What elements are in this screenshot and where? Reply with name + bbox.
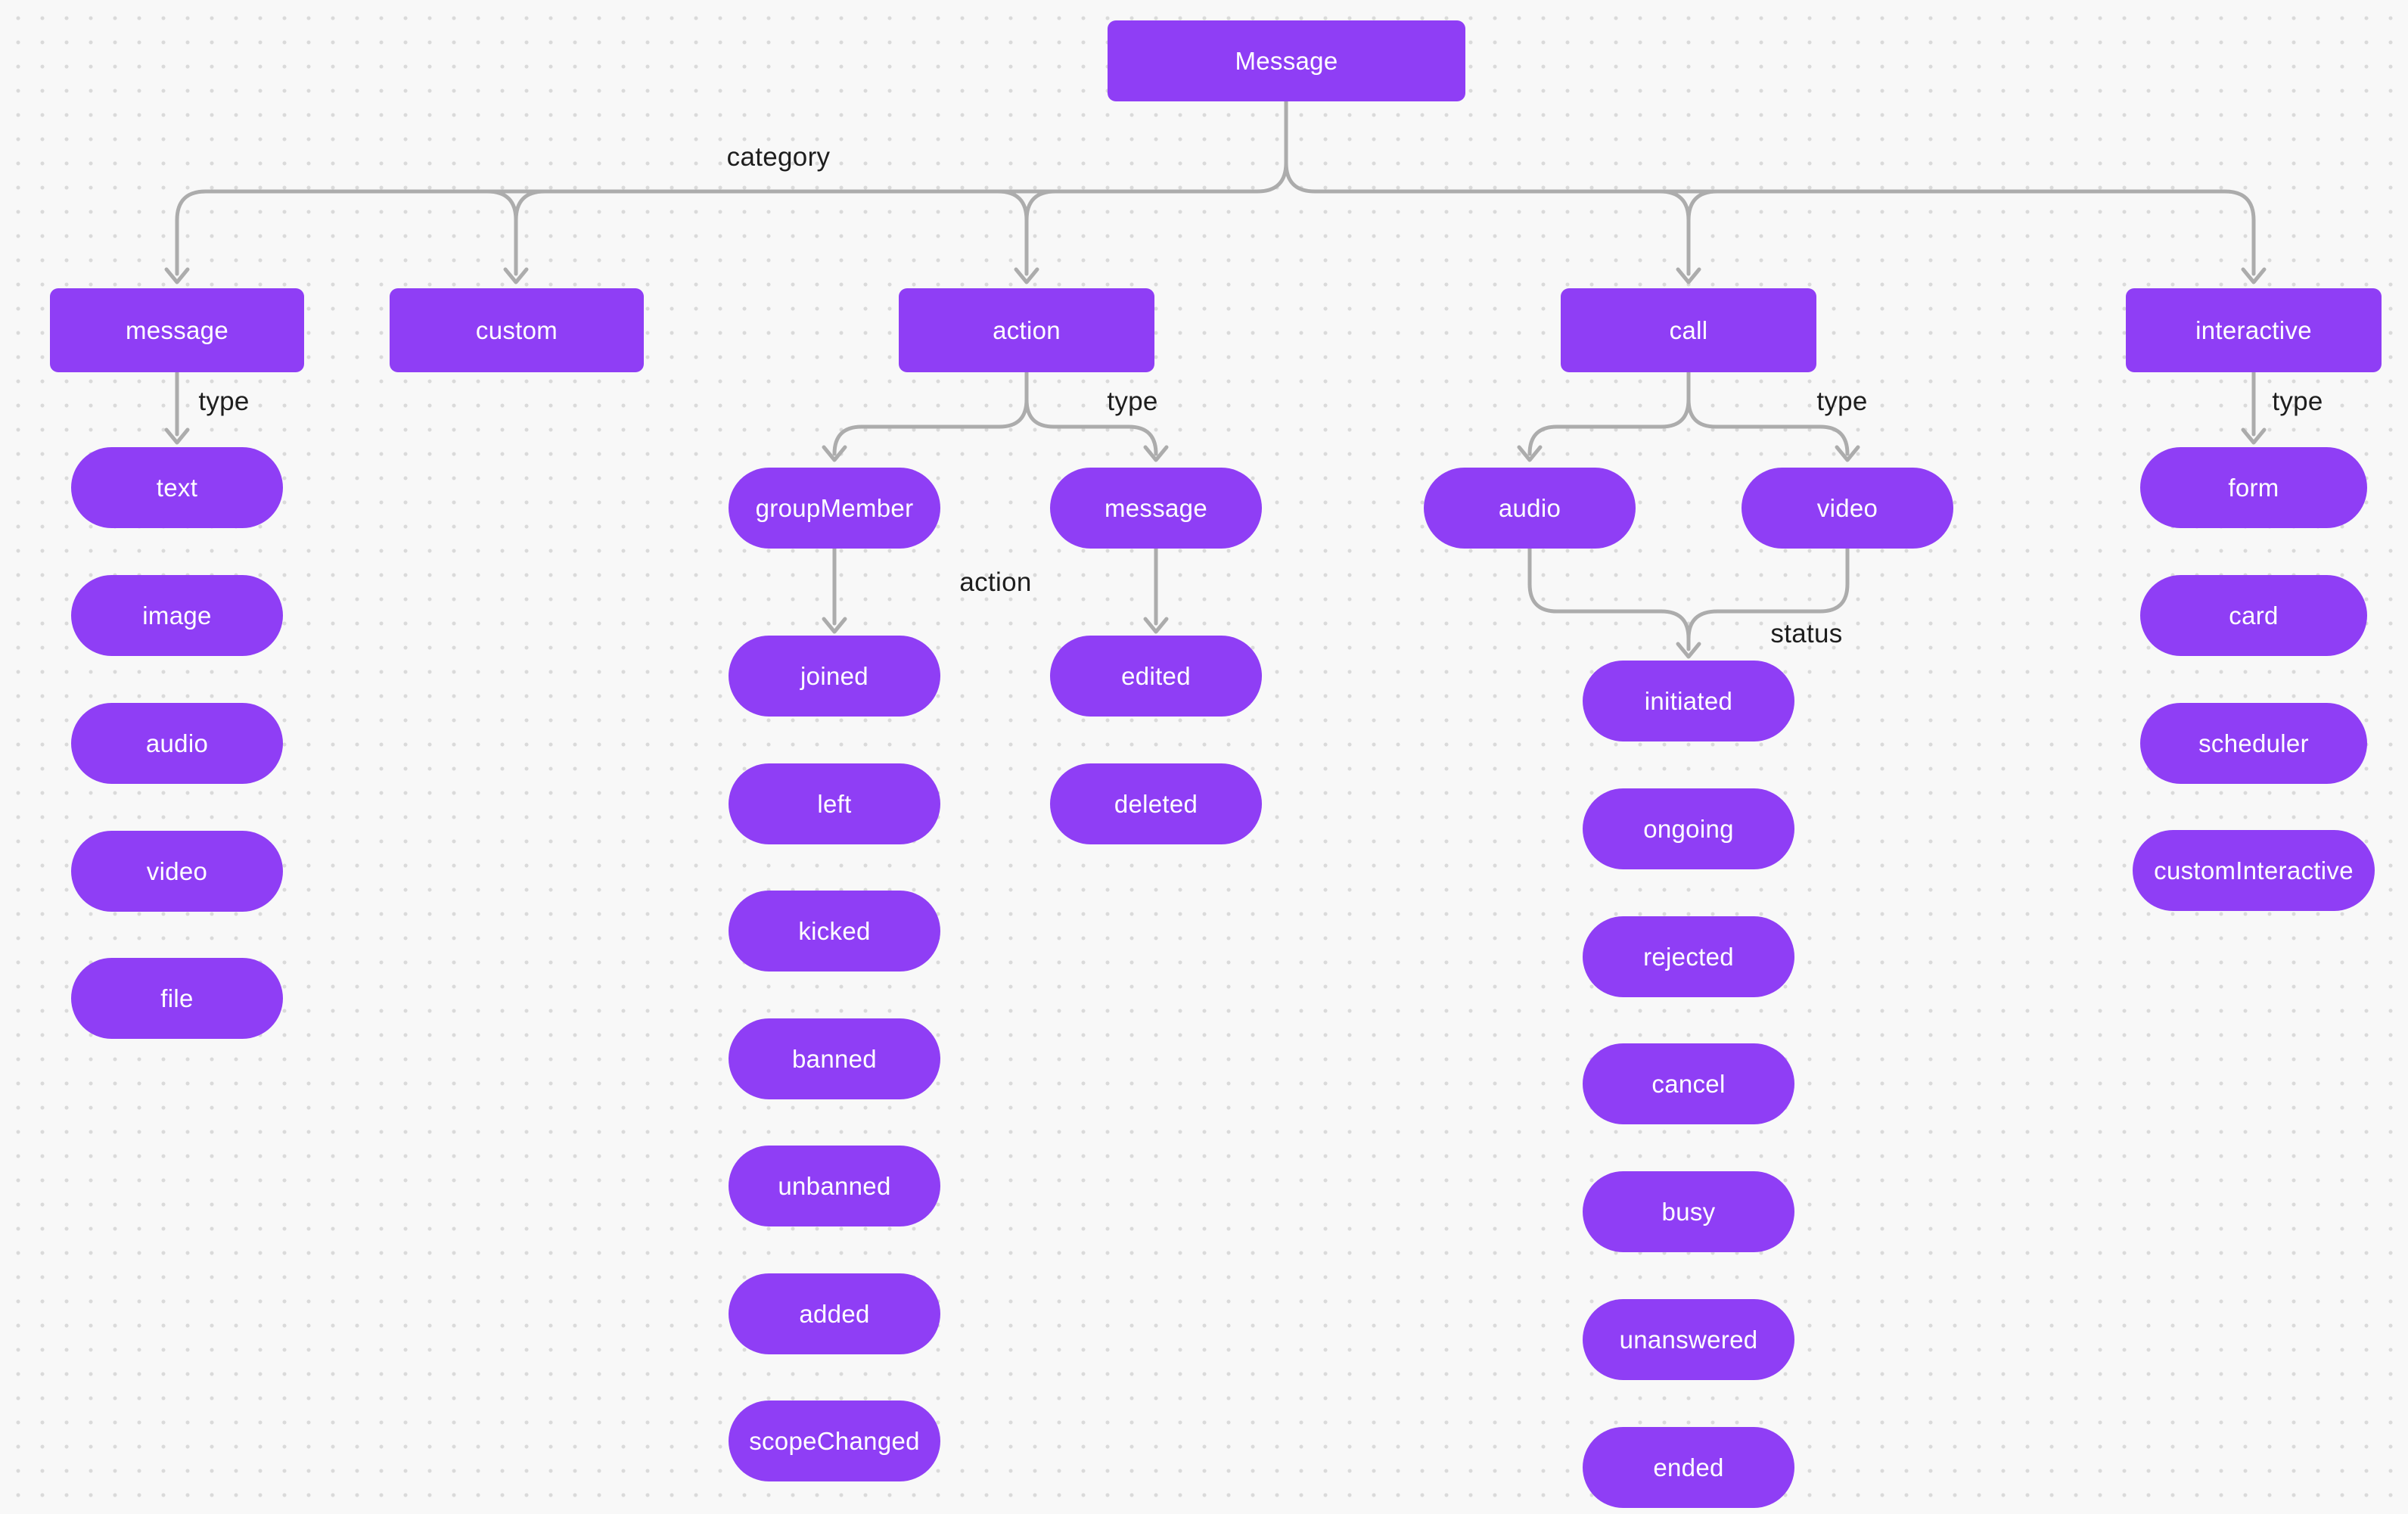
node-message-type-video[interactable]: video <box>71 831 283 912</box>
node-call-status-ongoing[interactable]: ongoing <box>1583 788 1794 869</box>
edge-label-interactive-type[interactable]: type <box>2272 387 2323 416</box>
node-group-member-action-kicked[interactable]: kicked <box>729 891 940 972</box>
node-group-member-action-joined[interactable]: joined <box>729 636 940 717</box>
node-call-status-busy[interactable]: busy <box>1583 1171 1794 1252</box>
node-category-call[interactable]: call <box>1561 288 1816 372</box>
edge-label-call-status[interactable]: status <box>1770 619 1843 648</box>
node-call-status-rejected[interactable]: rejected <box>1583 916 1794 997</box>
node-root-message[interactable]: Message <box>1108 20 1465 101</box>
node-call-status-initiated[interactable]: initiated <box>1583 661 1794 741</box>
node-category-action[interactable]: action <box>899 288 1154 372</box>
node-message-type-file[interactable]: file <box>71 958 283 1039</box>
node-call-type-video[interactable]: video <box>1742 468 1953 549</box>
edge-label-message-type[interactable]: type <box>198 387 250 416</box>
node-call-status-cancel[interactable]: cancel <box>1583 1043 1794 1124</box>
node-message-type-image[interactable]: image <box>71 575 283 656</box>
node-interactive-type-custom-interactive[interactable]: customInteractive <box>2133 830 2375 911</box>
edge-label-action-type[interactable]: type <box>1107 387 1158 416</box>
node-message-type-audio[interactable]: audio <box>71 703 283 784</box>
node-group-member-action-banned[interactable]: banned <box>729 1018 940 1099</box>
node-category-message[interactable]: message <box>50 288 304 372</box>
node-category-interactive[interactable]: interactive <box>2126 288 2382 372</box>
node-call-type-audio[interactable]: audio <box>1424 468 1636 549</box>
node-interactive-type-scheduler[interactable]: scheduler <box>2140 703 2367 784</box>
node-category-custom[interactable]: custom <box>390 288 644 372</box>
node-action-type-message[interactable]: message <box>1050 468 1262 549</box>
node-group-member-action-scope-changed[interactable]: scopeChanged <box>729 1401 940 1481</box>
node-action-type-group-member[interactable]: groupMember <box>729 468 940 549</box>
node-message-action-deleted[interactable]: deleted <box>1050 763 1262 844</box>
edge-label-category[interactable]: category <box>726 142 831 172</box>
node-group-member-action-unbanned[interactable]: unbanned <box>729 1146 940 1226</box>
node-group-member-action-left[interactable]: left <box>729 763 940 844</box>
node-message-action-edited[interactable]: edited <box>1050 636 1262 717</box>
node-message-type-text[interactable]: text <box>71 447 283 528</box>
node-interactive-type-form[interactable]: form <box>2140 447 2367 528</box>
node-interactive-type-card[interactable]: card <box>2140 575 2367 656</box>
node-call-status-unanswered[interactable]: unanswered <box>1583 1299 1794 1380</box>
node-call-status-ended[interactable]: ended <box>1583 1427 1794 1508</box>
edge-label-group-member-action[interactable]: action <box>959 567 1032 597</box>
node-group-member-action-added[interactable]: added <box>729 1273 940 1354</box>
edge-label-call-type[interactable]: type <box>1816 387 1868 416</box>
